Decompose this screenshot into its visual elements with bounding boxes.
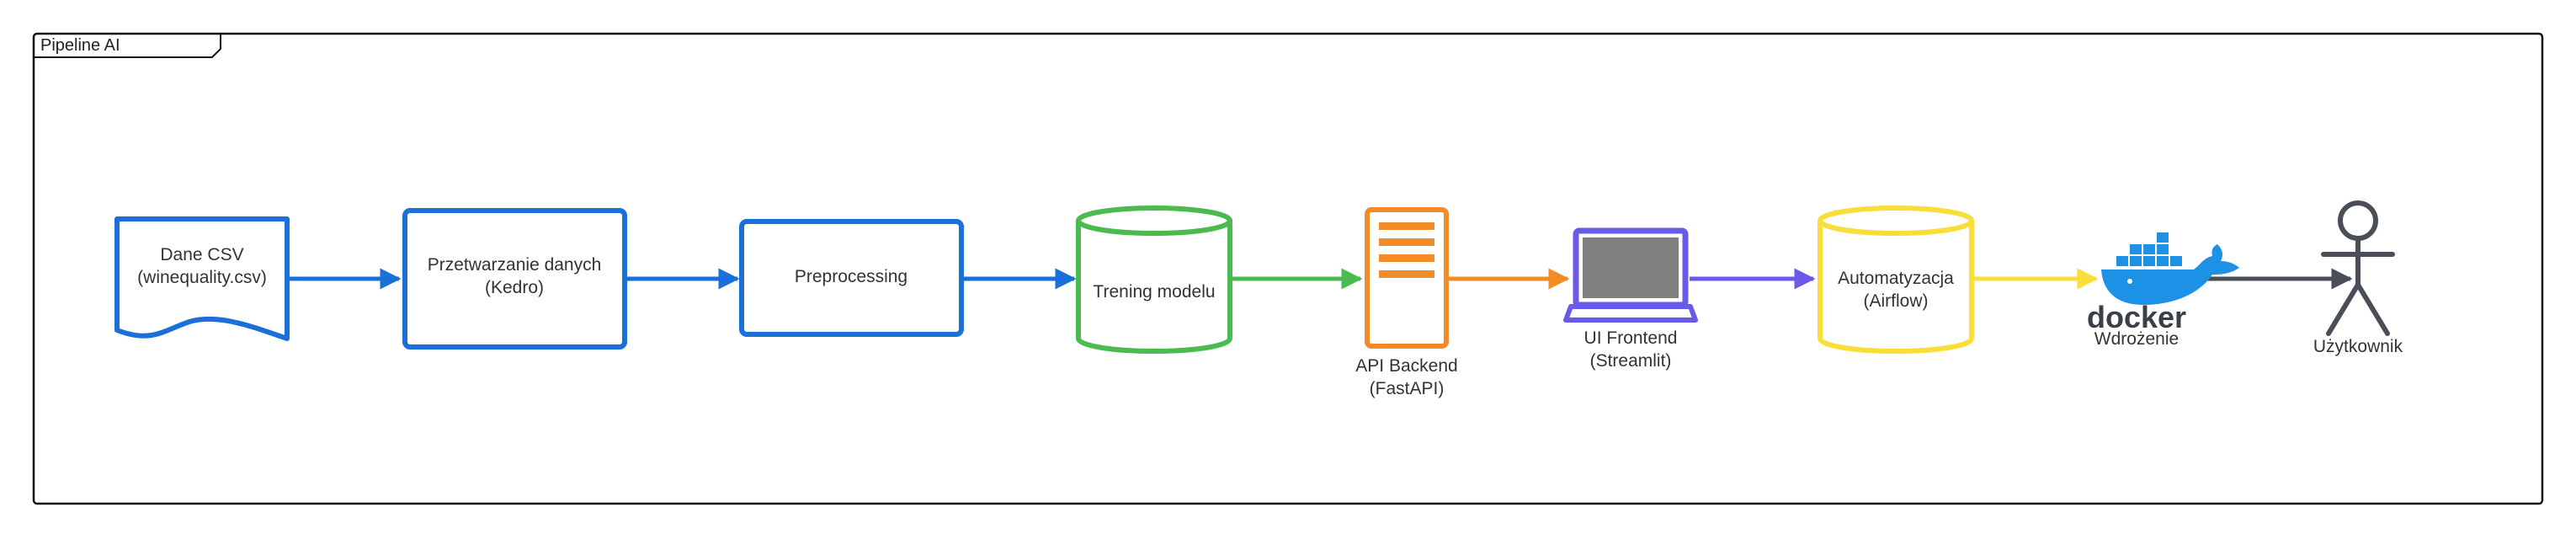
node-ui: UI Frontend (Streamlit) [1563, 227, 1698, 371]
node-training: Trening modelu [1076, 205, 1232, 354]
docker-wordmark: docker [2087, 300, 2186, 334]
node-deployment: docker Wdrożenie [2087, 232, 2239, 349]
node-training-label: Trening modelu [1093, 282, 1215, 302]
laptop-icon [1563, 227, 1698, 323]
node-automation-title: Automatyzacja [1838, 269, 1954, 288]
node-data-csv-title: Dane CSV [160, 245, 243, 264]
node-data-csv: Dane CSV (winequality.csv) [114, 216, 290, 341]
node-user: Użytkownik [2313, 200, 2403, 356]
node-api-title: API Backend [1355, 356, 1457, 376]
node-preprocessing: Preprocessing [739, 219, 964, 337]
user-actor-icon [2321, 200, 2395, 336]
node-api-subtitle: (FastAPI) [1370, 379, 1445, 398]
node-ui-title: UI Frontend [1584, 328, 1678, 348]
node-processing: Przetwarzanie danych (Kedro) [402, 208, 627, 350]
node-deployment-label: Wdrożenie [2094, 329, 2179, 349]
pipeline-frame: Pipeline AI [32, 32, 2544, 505]
node-automation-subtitle: (Airflow) [1864, 291, 1929, 311]
node-processing-subtitle: (Kedro) [485, 278, 544, 297]
node-automation: Automatyzacja (Airflow) [1818, 205, 1974, 354]
node-api: API Backend (FastAPI) [1355, 207, 1458, 398]
node-processing-title: Przetwarzanie danych [428, 255, 602, 275]
cylinder-shape [1076, 221, 1232, 354]
node-user-label: Użytkownik [2313, 337, 2403, 356]
node-preprocessing-label: Preprocessing [795, 267, 907, 286]
document-shape [114, 216, 290, 341]
node-ui-subtitle: (Streamlit) [1590, 351, 1672, 371]
node-data-csv-subtitle: (winequality.csv) [137, 268, 267, 287]
cylinder-shape [1818, 221, 1974, 354]
docker-logo [2101, 232, 2239, 305]
frame-title: Pipeline AI [40, 36, 120, 55]
